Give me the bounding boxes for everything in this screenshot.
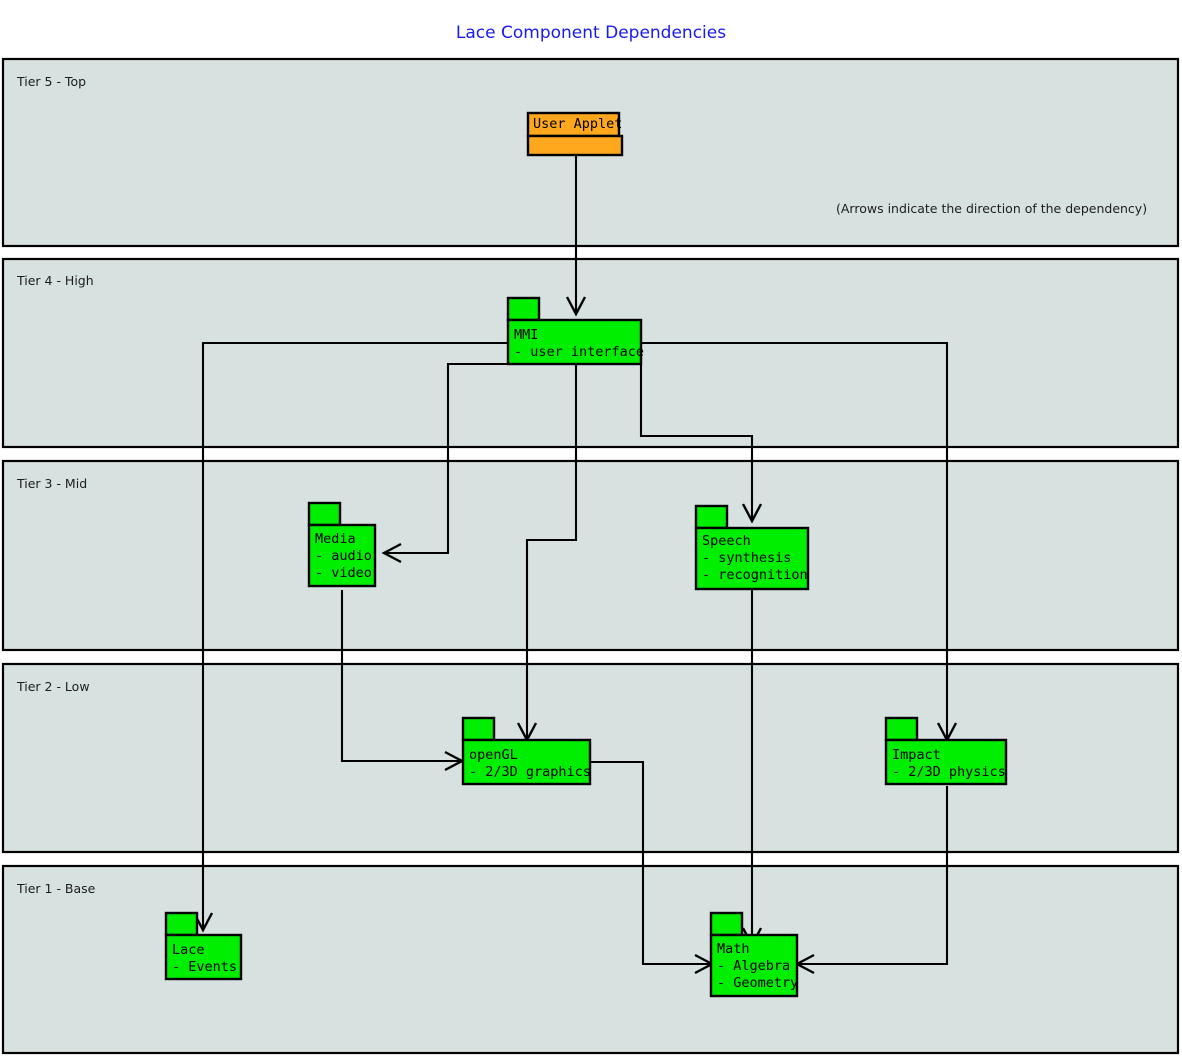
tier-rect-tier1 (1, 864, 1180, 1055)
tier-rect-tier4 (1, 257, 1180, 449)
package-math[interactable]: Math - Algebra - Geometry (709, 911, 799, 998)
package-media-body (307, 523, 377, 588)
package-opengl-detail-1: - 2/3D graphics (469, 764, 591, 780)
tier-rect-tier3 (1, 459, 1180, 652)
package-opengl-tab (461, 716, 496, 742)
legend-note: (Arrows indicate the direction of the de… (836, 201, 1147, 216)
package-media-label: Media (315, 531, 356, 547)
package-math-tab (709, 911, 744, 937)
diagram-title: Lace Component Dependencies (456, 23, 726, 43)
package-user-applet-body (526, 134, 624, 157)
tier-container-tier3: Tier 3 - Mid (1, 459, 1180, 652)
package-math-detail-2: - Geometry (717, 975, 798, 991)
package-media-detail-1: - audio (315, 548, 372, 564)
package-user-applet-label: User Applet (533, 116, 622, 132)
package-lace-detail-1: - Events (172, 959, 237, 975)
package-math-label: Math (717, 941, 750, 957)
package-media-tab (307, 501, 342, 527)
package-user-applet[interactable]: User Applet (526, 111, 624, 157)
package-mmi-label: MMI (514, 327, 538, 343)
tier-container-tier1: Tier 1 - Base (1, 864, 1180, 1055)
package-media[interactable]: Media - audio - video (307, 501, 377, 588)
package-math-body (709, 933, 799, 998)
package-mmi-body (506, 318, 643, 366)
package-impact-tab (884, 716, 919, 742)
package-impact[interactable]: Impact - 2/3D physics (884, 716, 1008, 786)
package-opengl-body (461, 738, 592, 786)
connector-user-applet-to-mmi (565, 154, 587, 317)
package-impact-label: Impact (892, 747, 941, 763)
package-lace-tab (164, 911, 199, 937)
tier-label-tier2: Tier 2 - Low (16, 679, 90, 694)
package-speech[interactable]: Speech - synthesis - recognition (694, 504, 810, 591)
connector-mmi-to-media (381, 362, 507, 564)
tier-label-tier3: Tier 3 - Mid (16, 476, 87, 491)
package-opengl[interactable]: openGL - 2/3D graphics (461, 716, 592, 786)
package-lace-body (164, 933, 243, 981)
package-impact-detail-1: - 2/3D physics (892, 764, 1006, 780)
package-speech-detail-2: - recognition (702, 567, 808, 583)
package-opengl-label: openGL (469, 747, 518, 763)
tier-label-tier1: Tier 1 - Base (16, 881, 96, 896)
tier-container-tier4: Tier 4 - High (1, 257, 1180, 449)
package-mmi[interactable]: MMI - user interface (506, 296, 644, 366)
package-lace[interactable]: Lace - Events (164, 911, 243, 981)
package-impact-body (884, 738, 1008, 786)
package-mmi-detail-1: - user interface (514, 344, 644, 360)
package-speech-label: Speech (702, 533, 751, 549)
package-speech-tab (694, 504, 729, 530)
package-mmi-tab (506, 296, 541, 322)
tier-label-tier4: Tier 4 - High (16, 273, 94, 288)
tier-label-tier5: Tier 5 - Top (16, 74, 86, 89)
package-media-detail-2: - video (315, 565, 372, 581)
package-speech-body (694, 526, 810, 591)
package-speech-detail-1: - synthesis (702, 550, 791, 566)
package-lace-label: Lace (172, 942, 205, 958)
connector-mmi-to-speech (639, 364, 763, 524)
package-math-detail-1: - Algebra (717, 958, 790, 974)
